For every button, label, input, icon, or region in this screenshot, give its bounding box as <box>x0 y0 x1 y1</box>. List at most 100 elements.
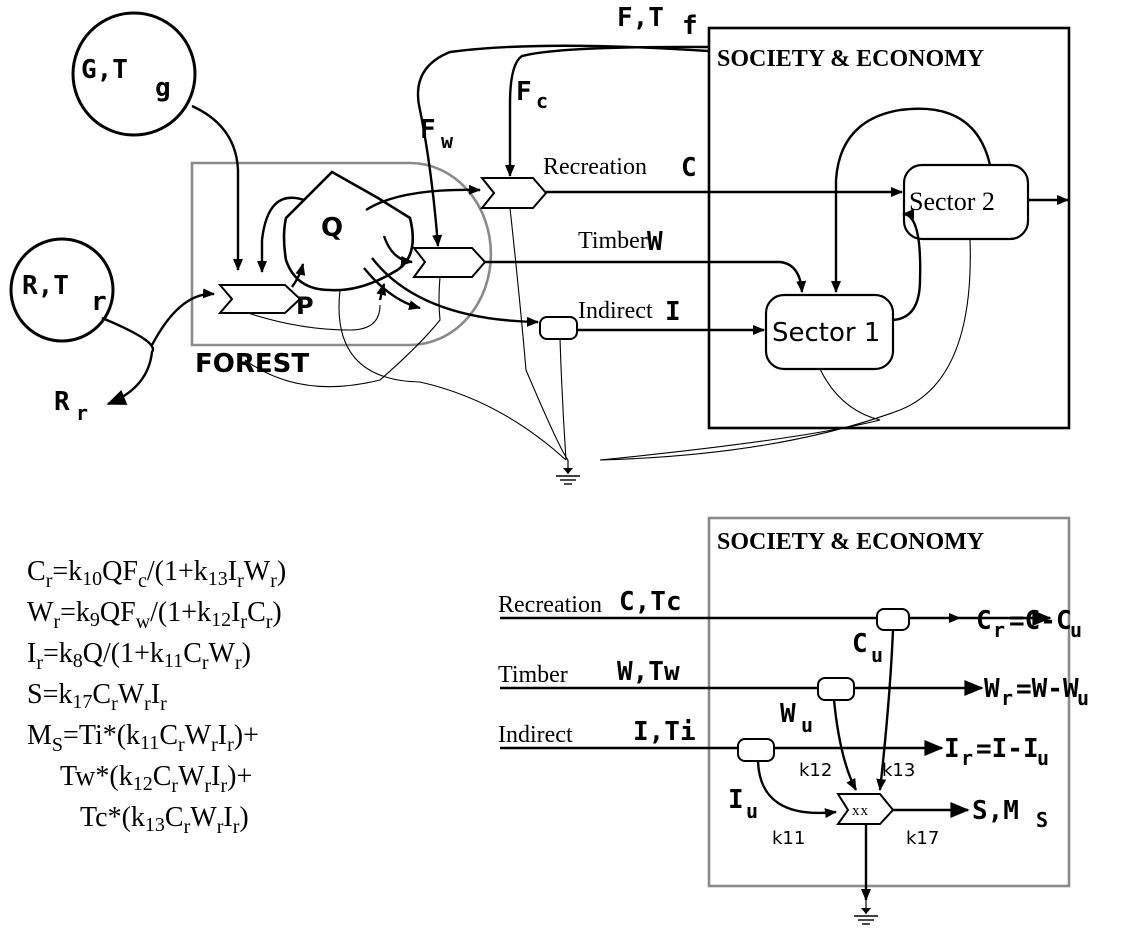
forest-storage-tank <box>282 170 414 292</box>
timber-to-sector-1 <box>485 260 807 293</box>
sector-1-box <box>764 293 895 371</box>
timber-residual-label: W <box>984 674 1000 704</box>
fuel-source-feed <box>416 44 709 247</box>
recreation-output-symbol: C <box>681 153 697 183</box>
recreation-input-label: Recreation <box>498 592 602 618</box>
fuel-source-sub: f <box>682 11 698 41</box>
indirect-output-label: Indirect <box>578 298 653 324</box>
indirect-use-label: I <box>728 785 744 815</box>
timber-residual-sub: r <box>1001 686 1013 710</box>
indirect-use-flow <box>756 760 837 819</box>
heat-line-production <box>247 304 381 331</box>
k12-label: k12 <box>799 760 832 781</box>
indirect-use-sub: u <box>746 799 758 823</box>
recreation-use-label: C <box>852 629 868 659</box>
rain-source-sub: r <box>91 287 107 317</box>
equations-block: Cr=k10QFc/(1+k13IrWr) Wr=k9QFw/(1+k12IrC… <box>27 556 286 838</box>
storage-to-timber <box>382 235 413 266</box>
sun-source-sub: g <box>155 73 171 103</box>
fuel-recreation-sub: c <box>536 89 548 113</box>
heat-sink-bottom <box>853 899 879 925</box>
k11-label: k11 <box>772 828 805 849</box>
timber-residual-expr: =W-W <box>1016 674 1079 704</box>
heat-line-sector-2 <box>599 238 971 461</box>
society-economy-title: SOCIETY & ECONOMY <box>717 46 984 72</box>
equation-line: Ir=k8Q/(1+k11CrWr) <box>27 638 251 674</box>
indirect-input-symbol: I,Ti <box>633 717 696 747</box>
timber-residual-expr-sub: u <box>1077 686 1089 710</box>
rain-source-label: R,T <box>22 271 69 301</box>
recreation-residual-sub: r <box>993 618 1005 642</box>
heat-line-storage <box>338 289 567 461</box>
recreation-use-switch <box>876 608 910 631</box>
storage-to-production-feedback <box>257 196 305 273</box>
equation-line: Cr=k10QFc/(1+k13IrWr) <box>27 556 286 592</box>
runoff-label: R <box>54 387 70 417</box>
sector-1-to-sector-2 <box>892 209 922 322</box>
equation-line: Tw*(k12CrWrIr)+ <box>60 761 252 797</box>
storage-to-recreation <box>365 184 481 212</box>
storage-to-depreciation <box>363 267 421 310</box>
timber-use-sub: u <box>801 713 813 737</box>
storage-to-indirect <box>371 257 539 327</box>
sector-2-label: Sector 2 <box>909 187 995 216</box>
forest-label: FOREST <box>195 349 309 379</box>
timber-input-symbol: W,Tw <box>617 657 680 687</box>
recreation-residual-expr: =C-C <box>1009 606 1072 636</box>
rain-inflow <box>150 288 215 346</box>
indirect-use-switch <box>737 738 775 762</box>
depreciation-tick <box>376 283 387 301</box>
heat-line-timber <box>244 276 441 388</box>
forest-boundary <box>190 161 493 347</box>
timber-use-flow <box>832 699 858 791</box>
recreation-output-label: Recreation <box>543 154 647 180</box>
recreation-use-sub: u <box>871 643 883 667</box>
indirect-input-label: Indirect <box>498 722 573 748</box>
production-to-storage <box>291 263 306 288</box>
indirect-switch <box>539 316 578 340</box>
fuel-to-recreation <box>505 45 709 177</box>
society-economy-box-bottom <box>707 516 1071 888</box>
sector-2-box <box>902 163 1030 241</box>
timber-use-label: W <box>780 699 796 729</box>
recreation-use-flow <box>876 629 895 791</box>
indirect-output-symbol: I <box>665 297 681 327</box>
timber-interaction <box>411 247 487 278</box>
fuel-source-label: F,T <box>617 3 664 33</box>
sun-source-circle <box>71 11 197 137</box>
society-economy-title-bottom: SOCIETY & ECONOMY <box>717 529 984 555</box>
society-economy-box <box>707 26 1071 430</box>
sector-1-label: Sector 1 <box>772 318 880 348</box>
sun-source-label: G,T <box>81 55 128 85</box>
equation-line: MS=Ti*(k11CrWrIr)+ <box>27 720 259 756</box>
indirect-residual-expr: =I-I <box>976 734 1039 764</box>
recreation-input-symbol: C,Tc <box>619 587 682 617</box>
recreation-residual-expr-sub: u <box>1070 618 1082 642</box>
timber-output-label: Timber <box>578 228 648 254</box>
multiplier-interaction <box>836 793 895 825</box>
storage-label: Q <box>321 213 343 243</box>
output-s-sub: S <box>1036 808 1048 832</box>
indirect-residual-sub: r <box>961 746 973 770</box>
fuel-timber-sub: w <box>441 129 454 153</box>
indirect-residual-expr-sub: u <box>1037 746 1049 770</box>
sector-2-to-sector-1-feedback <box>831 107 992 293</box>
rain-runoff <box>101 316 155 406</box>
recreation-residual-label: C <box>976 606 992 636</box>
equation-line: Wr=k9QFw/(1+k12IrCr) <box>27 597 282 633</box>
timber-output-symbol: W <box>647 227 663 257</box>
equation-line: Tc*(k13CrWrIr) <box>80 802 249 838</box>
fuel-recreation-label: F <box>516 77 532 107</box>
production-interaction <box>217 284 302 314</box>
recreation-interaction <box>479 177 548 209</box>
timber-input-label: Timber <box>498 662 568 688</box>
multiplier-label: xx <box>852 803 869 819</box>
fuel-timber-label: F <box>420 115 436 145</box>
heat-line-indirect <box>559 338 567 461</box>
rain-source-circle <box>9 237 115 343</box>
production-label: P <box>296 292 314 320</box>
sun-inflow <box>191 104 243 271</box>
timber-use-switch <box>817 677 855 701</box>
